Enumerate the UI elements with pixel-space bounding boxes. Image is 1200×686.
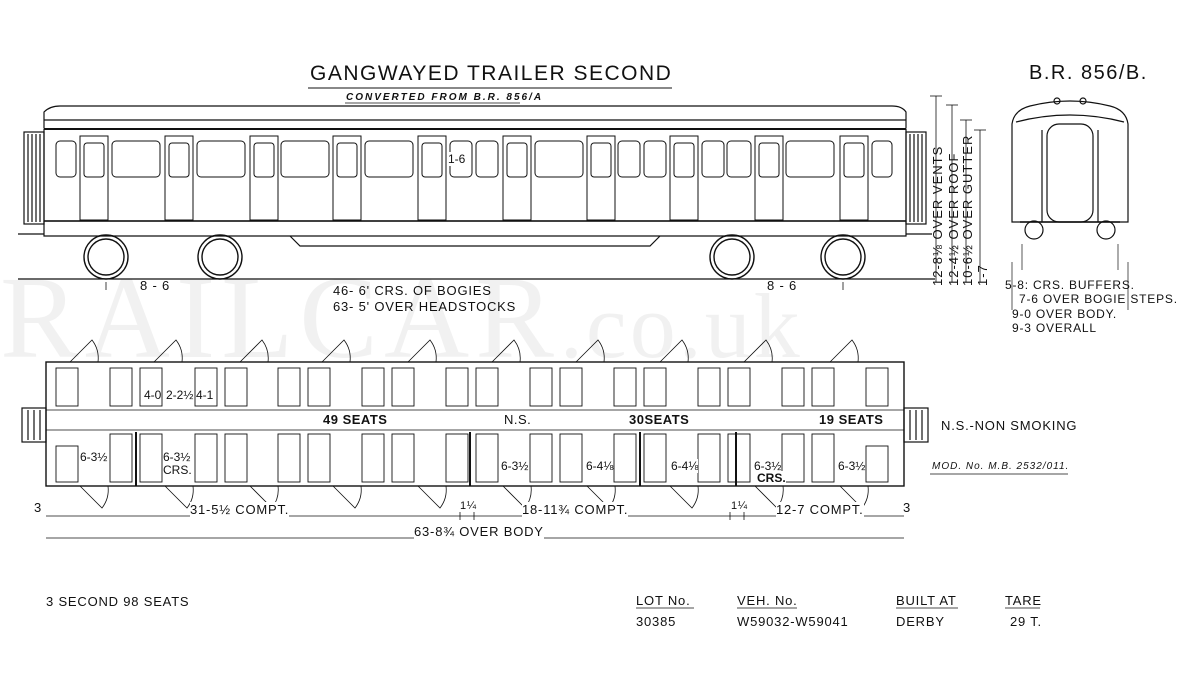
gap-b: 1¼ [731, 500, 748, 512]
drawing-title: GANGWAYED TRAILER SECOND [310, 62, 673, 85]
seats-30-label: 30SEATS [629, 412, 690, 427]
watermark: RAILCAR.co.uk [0, 250, 1200, 383]
plan-partitions [135, 432, 737, 486]
compt-length-c: 12-7 COMPT. [776, 502, 864, 517]
upper-dim-1: 4-0 [144, 388, 162, 402]
end-view [1011, 97, 1129, 310]
diagram-reference: B.R. 856/B. [1029, 62, 1148, 84]
non-smoking-legend: N.S.-NON SMOKING [941, 418, 1078, 433]
end-gap-right: 3 [903, 500, 912, 515]
height-over-vents: 12-8⅛ OVER VENTS [930, 145, 945, 286]
plan-view [21, 339, 929, 539]
tare-header: TARE [1005, 593, 1042, 608]
side-doors [79, 135, 869, 221]
side-elevation [18, 105, 935, 290]
tare-value: 29 T. [1010, 614, 1042, 629]
end-buffer-left [1024, 220, 1044, 240]
compt-width-1: 6-3½ [80, 450, 108, 464]
watermark-suffix: .co.uk [559, 275, 803, 377]
upper-dim-3: 4-1 [196, 388, 214, 402]
compt-width-6: 6-3½ [754, 459, 782, 473]
height-over-gutter: 10-6½ OVER GUTTER [960, 134, 975, 286]
bogie-centres: 46- 6' CRS. OF BOGIES [333, 283, 492, 298]
end-over-body: 9-0 OVER BODY. [1012, 307, 1118, 321]
height-over-roof: 12-4½ OVER ROOF [946, 152, 961, 286]
seats-49-label: 49 SEATS [323, 412, 388, 427]
lot-header: LOT No. [636, 593, 691, 608]
roof-outline [43, 105, 907, 128]
seating-capacity: 3 SECOND 98 SEATS [46, 594, 190, 609]
end-vent-right [1079, 97, 1087, 105]
end-vent-left [1053, 97, 1061, 105]
bogie-wheels [83, 234, 866, 280]
gap-a: 1¼ [460, 500, 477, 512]
side-windows [55, 140, 893, 178]
underframe [43, 221, 907, 237]
end-buffer-right [1096, 220, 1116, 240]
end-buffers: 5-8: CRS. BUFFERS. [1005, 278, 1135, 292]
modification-number: MOD. No. M.B. 2532/011. [932, 461, 1070, 472]
built-at-header: BUILT AT [896, 593, 957, 608]
crs-label-1: CRS. [163, 463, 192, 477]
compt-width-3: 6-3½ [501, 459, 529, 473]
converted-from-note: CONVERTED FROM B.R. 856/A [346, 92, 544, 103]
end-roof-line [1015, 114, 1125, 123]
vehicle-header: VEH. No. [737, 593, 798, 608]
plan-gangway-left [21, 407, 47, 443]
upper-dim-2: 2-2½ [166, 388, 194, 402]
compt-width-5: 6-4⅛ [671, 459, 699, 473]
plan-door-swings-top [69, 339, 859, 363]
bogie-offset-right: 8 - 6 [767, 278, 798, 293]
non-smoking-tag: N.S. [504, 412, 532, 427]
end-bogie-steps: 7-6 OVER BOGIE STEPS. [1019, 292, 1178, 306]
compt-width-4: 6-4⅛ [586, 459, 614, 473]
over-body-length: 63-8¾ OVER BODY [414, 524, 544, 539]
door-label: 1-6 [448, 152, 466, 166]
end-gap-left: 3 [34, 500, 43, 515]
end-dimension-ticks [1011, 244, 1129, 310]
over-headstocks: 63- 5' OVER HEADSTOCKS [333, 299, 517, 314]
end-profile [1011, 100, 1129, 223]
built-at-value: DERBY [896, 614, 945, 629]
compt-length-b: 18-11¾ COMPT. [522, 502, 629, 517]
end-overall: 9-3 OVERALL [1012, 321, 1097, 335]
height-fourth: 1-7 [975, 264, 990, 286]
plan-door-swings-bottom [79, 485, 869, 509]
height-dimensions [930, 95, 986, 282]
crs-label-2: CRS. [757, 471, 786, 485]
compt-length-a: 31-5½ COMPT. [190, 502, 290, 517]
lot-value: 30385 [636, 614, 677, 629]
gangway-left [23, 131, 45, 225]
plan-seats-upper [55, 367, 889, 407]
gangway-door-end [1046, 123, 1094, 223]
gangway-right [905, 131, 927, 225]
seats-19-label: 19 SEATS [819, 412, 884, 427]
plan-gangway-right [903, 407, 929, 443]
trussing [289, 235, 661, 247]
vehicle-value: W59032-W59041 [737, 614, 849, 629]
bogie-offset-left: 8 - 6 [140, 278, 171, 293]
compt-width-2: 6-3½ [163, 450, 191, 464]
plan-seats-lower [55, 433, 889, 483]
door-droplights [83, 142, 865, 178]
compt-width-7: 6-3½ [838, 459, 866, 473]
